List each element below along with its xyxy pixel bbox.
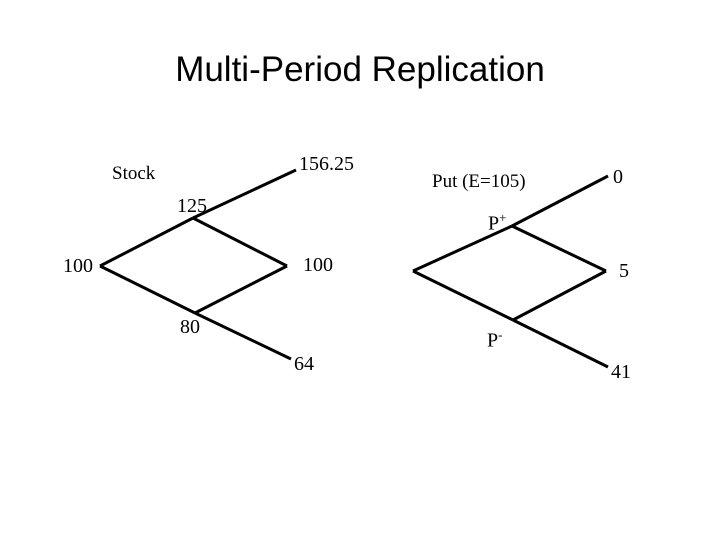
stock-tree-heading: Stock [112, 163, 156, 184]
stock-edge-root-up [99, 216, 194, 268]
put-edge-up-mid [511, 224, 607, 273]
put-edge-root-up [412, 224, 513, 273]
stock-edge-up-mid [192, 216, 288, 268]
stock-edge-up-upup [192, 168, 297, 220]
stock-edge-down-downdown [194, 311, 292, 361]
stock-node-up-up-label: 156.25 [299, 153, 354, 175]
put-edge-up-upup [511, 174, 609, 228]
put-node-down-symbol: P [487, 329, 499, 352]
put-node-down-sign: - [498, 327, 503, 342]
stock-edge-down-mid [194, 264, 288, 315]
put-edge-down-mid [512, 269, 607, 322]
stock-node-up-label: 125 [177, 195, 207, 217]
put-node-up-sign: + [499, 210, 507, 225]
stock-node-down-label: 80 [180, 316, 200, 338]
put-edge-down-downdown [512, 318, 609, 369]
stock-node-down-down-label: 64 [294, 353, 314, 375]
stock-edge-root-down [99, 264, 196, 315]
stock-node-middle-label: 100 [303, 254, 333, 276]
put-node-up-symbol: P [488, 212, 500, 235]
put-node-middle-label: 5 [619, 260, 629, 282]
put-node-down-label: P- [487, 325, 502, 351]
put-node-up-up-label: 0 [613, 166, 623, 188]
put-tree-heading: Put (E=105) [432, 171, 526, 192]
page-title: Multi-Period Replication [175, 50, 545, 89]
stock-node-root-label: 100 [63, 255, 93, 277]
put-node-down-down-label: 41 [611, 361, 631, 383]
put-edge-root-down [412, 269, 514, 322]
put-node-up-label: P+ [488, 208, 506, 234]
